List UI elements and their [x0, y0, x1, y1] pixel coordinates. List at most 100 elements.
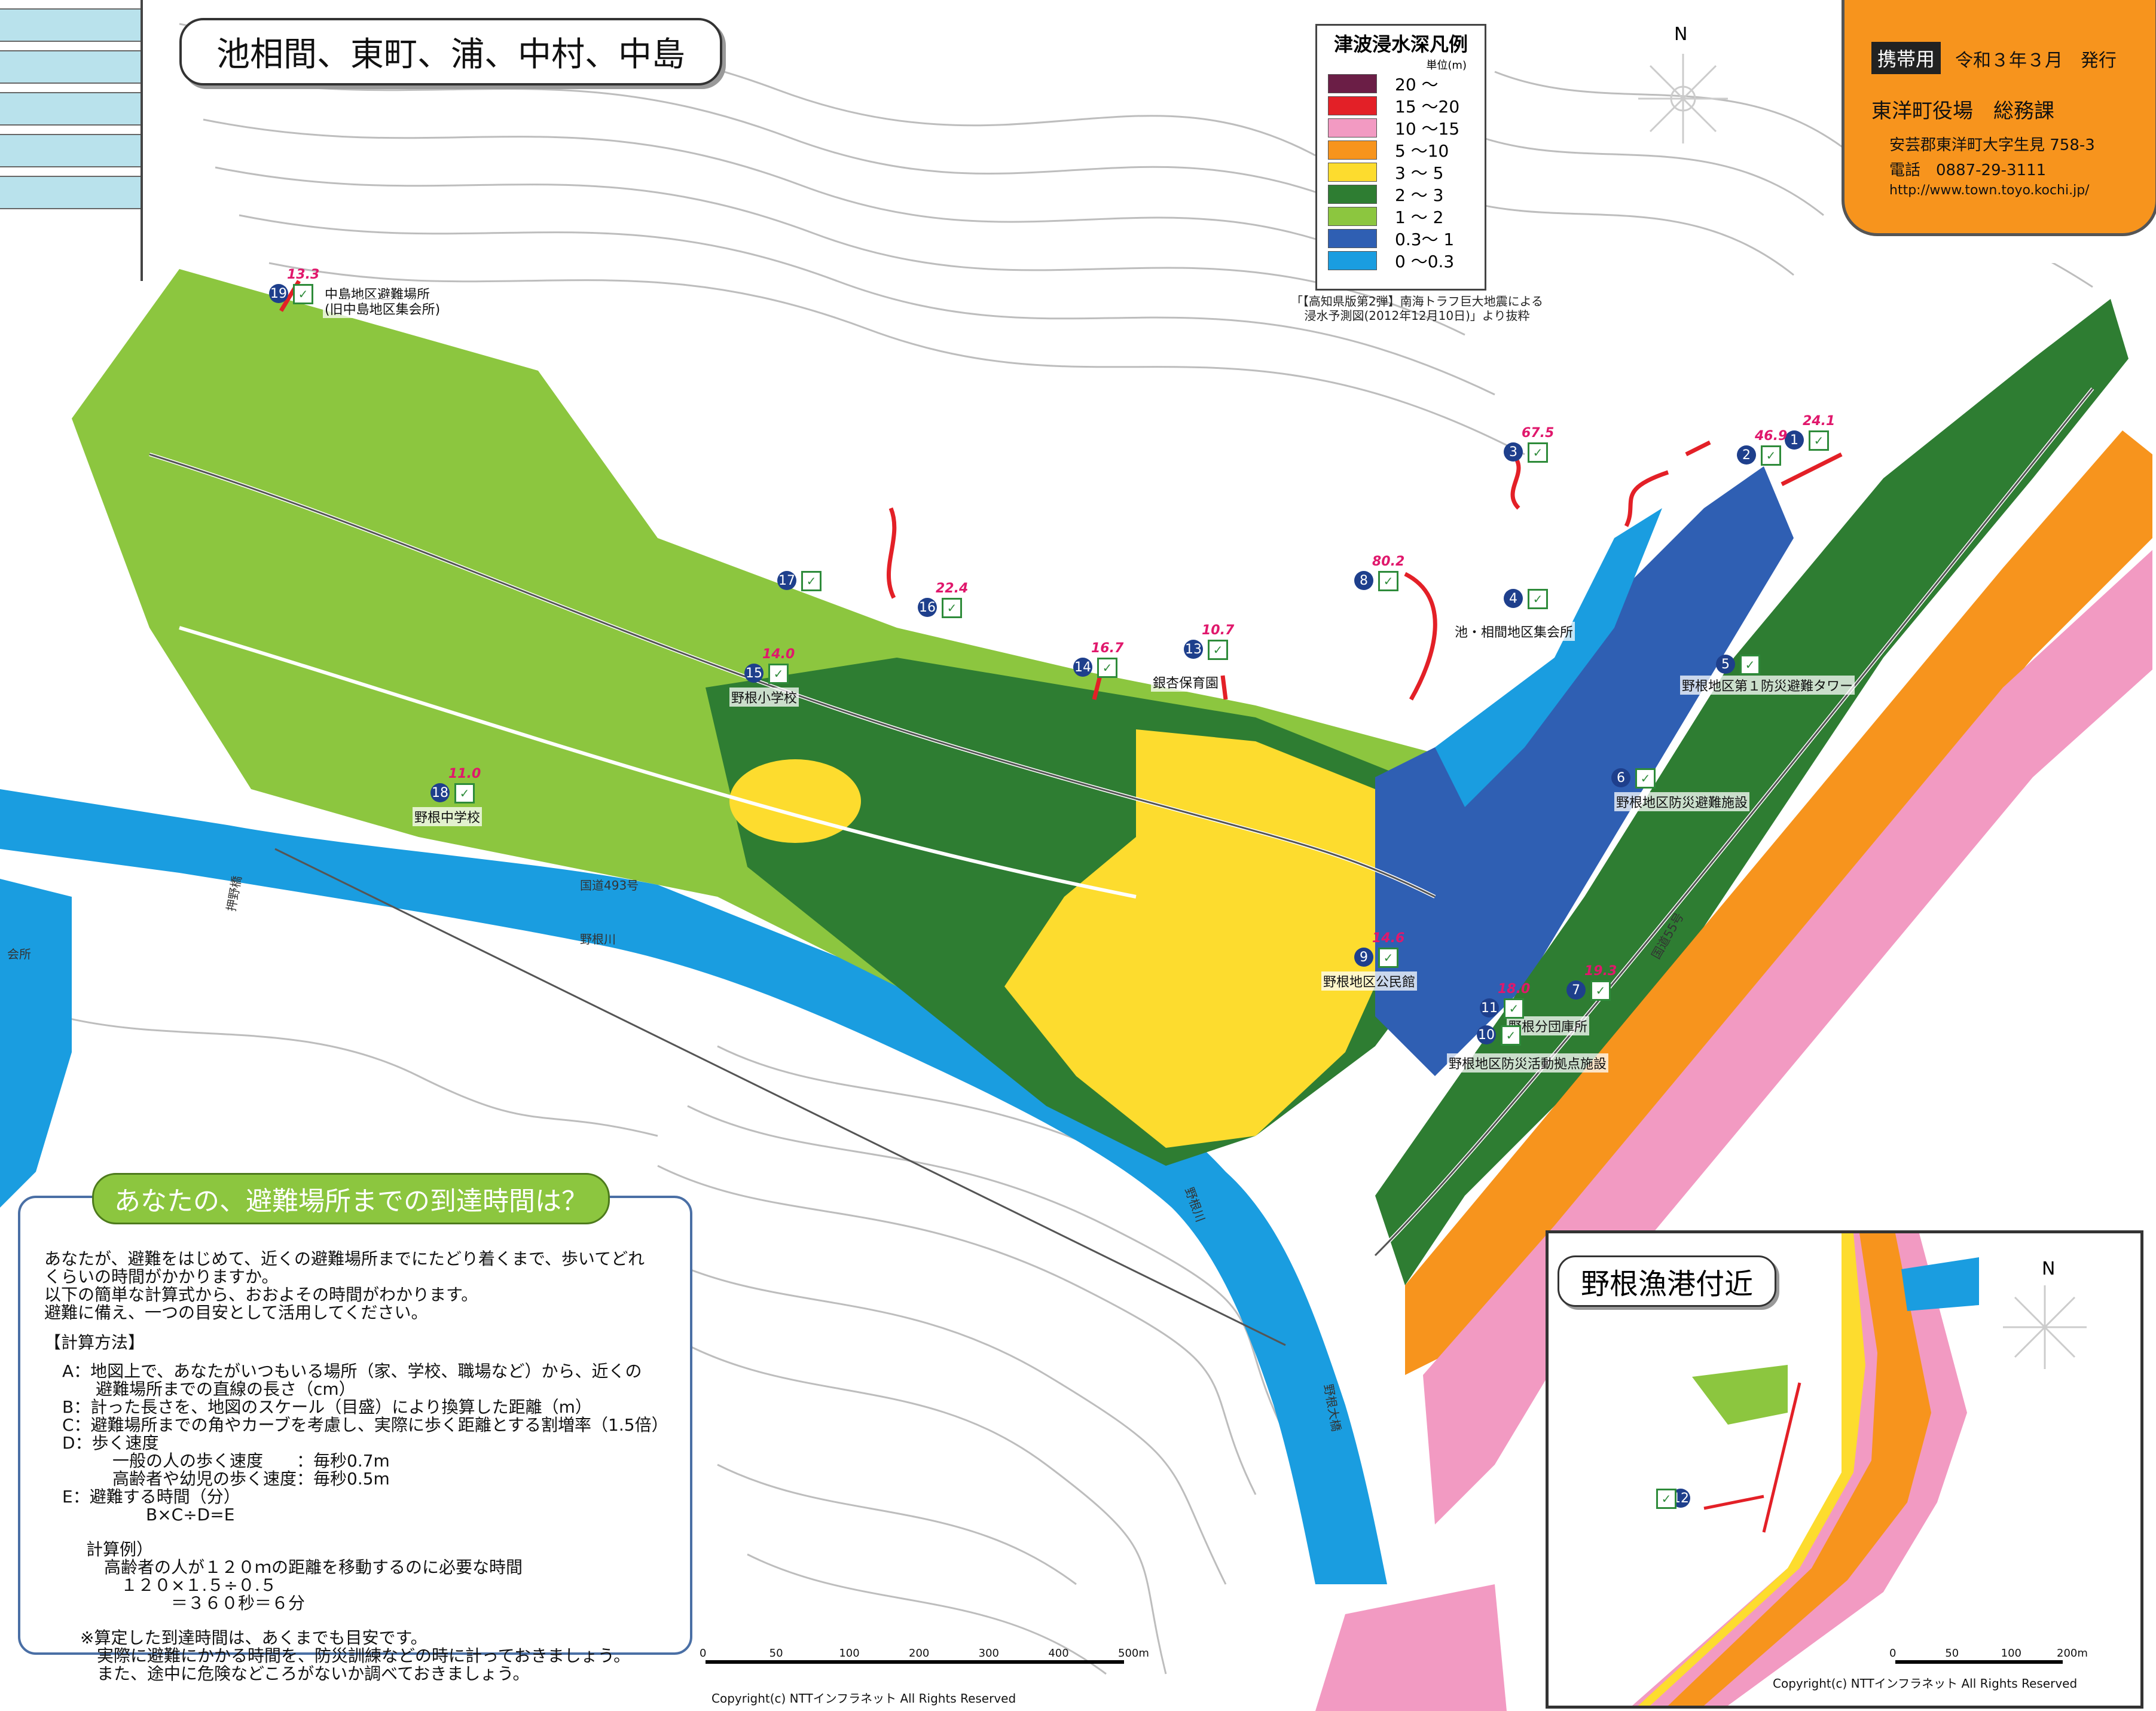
river — [0, 789, 1387, 1584]
shelter-icon: ✓ — [1378, 948, 1398, 968]
index-row — [0, 134, 141, 167]
shelter-elevation: 10.7 — [1202, 623, 1235, 638]
shelter-number-badge[interactable]: 19 — [269, 284, 288, 303]
legend-label: 5 ～10 — [1395, 140, 1449, 161]
inset-copyright: Copyright(c) NTTインフラネット All Rights Reser… — [1773, 1676, 2078, 1691]
scale-label: 400 — [1048, 1647, 1069, 1660]
label-junior-high: 野根中学校 — [413, 807, 482, 826]
legend-label: 20 ～ — [1395, 74, 1439, 94]
label-elementary: 野根小学校 — [729, 688, 799, 707]
shelter-number-badge[interactable]: 16 — [918, 598, 937, 617]
calc-text-line: 実際に避難にかかる時間を、防災訓練などの時に計っておきましょう。 — [80, 1646, 631, 1666]
legend-swatch — [1328, 184, 1377, 204]
calc-text-line: あなたが、避難をはじめて、近くの避難場所までにたどり着くまで、歩いてどれ — [44, 1249, 645, 1269]
shelter-number-badge[interactable]: 3 — [1504, 442, 1523, 462]
arrival-time-box: あなたの、避難場所までの到達時間は？ あなたが、避難をはじめて、近くの避難場所ま… — [18, 1173, 692, 1683]
shelter-icon: ✓ — [454, 783, 475, 803]
calc-text-line: B×C÷D=E — [62, 1505, 235, 1524]
inset-drawing — [1549, 1233, 2140, 1706]
legend-label: 1 ～ 2 — [1395, 207, 1444, 227]
index-row — [0, 8, 141, 42]
road-outlines — [149, 388, 2094, 1346]
legend-item: 1 ～ 2 — [1317, 205, 1485, 227]
legend-swatch — [1328, 96, 1377, 115]
shelter-number-badge[interactable]: 7 — [1566, 980, 1586, 1000]
shelter-elevation: 80.2 — [1372, 554, 1405, 569]
shelter-icon: ✓ — [801, 571, 822, 591]
shelter-number-badge[interactable]: 9 — [1354, 948, 1373, 967]
phone: 電話 0887-29-3111 — [1889, 161, 2047, 179]
scale-label: 100 — [2001, 1647, 2022, 1660]
legend-item: 15 ～20 — [1317, 94, 1485, 117]
label-nursery: 銀杏保育園 — [1151, 673, 1221, 692]
shelter-number-badge[interactable]: 6 — [1611, 768, 1630, 787]
legend-item: 10 ～15 — [1317, 117, 1485, 139]
shelter-number-badge[interactable]: 13 — [1184, 640, 1203, 659]
shelter-icon: ✓ — [1528, 589, 1548, 609]
river-left — [0, 879, 72, 1208]
shelter-number-badge[interactable]: 1 — [1785, 430, 1804, 450]
calc-text-line: 高齢者や幼児の歩く速度：毎秒0.5m — [62, 1469, 390, 1489]
organization: 東洋町役場 総務課 — [1871, 99, 2054, 123]
index-row — [0, 176, 141, 209]
calc-text-line: 高齢者の人が１２０ｍの距離を移動するのに必要な時間 — [104, 1557, 523, 1577]
shelter-number-badge[interactable]: 4 — [1504, 589, 1523, 608]
legend-label: 15 ～20 — [1395, 96, 1460, 117]
legend-item: 0.3～ 1 — [1317, 227, 1485, 249]
shelter-number-badge[interactable]: 10 — [1477, 1025, 1496, 1044]
shelter-elevation: 14.0 — [762, 647, 795, 662]
shelter-number-badge[interactable]: 17 — [777, 571, 796, 590]
shelter-icon: ✓ — [1740, 655, 1760, 675]
shelter-number-badge[interactable]: 5 — [1716, 655, 1735, 674]
shelter-icon: ✓ — [1528, 442, 1548, 463]
shelter-number-badge[interactable]: 18 — [430, 783, 450, 802]
legend-swatch — [1328, 228, 1377, 248]
calc-text-line: 一般の人の歩く速度 ：毎秒0.7m — [62, 1451, 390, 1471]
shelter-icon: ✓ — [1504, 998, 1524, 1019]
scale-label: 50 — [1945, 1647, 1959, 1660]
legend-item: 5 ～10 — [1317, 139, 1485, 161]
shelter-elevation: 22.4 — [936, 581, 969, 596]
label-ike-aima: 池・相間地区集会所 — [1453, 622, 1575, 641]
source-line: 「【高知県版第2弾】南海トラフ巨大地震による — [1290, 294, 1544, 308]
calc-text-line: A：地図上で、あなたがいつもいる場所（家、学校、職場など）から、近くの — [62, 1361, 642, 1381]
legend-label: 2 ～ 3 — [1395, 185, 1444, 205]
calc-text-line: １２０×１.５÷０.５ — [104, 1575, 277, 1595]
legend-unit: 単位(m) — [1426, 59, 1467, 72]
calc-text-line: ＝３６０秒＝６分 — [104, 1593, 306, 1613]
scale-label: 100 — [839, 1647, 860, 1660]
scale-label: 0 — [1889, 1647, 1897, 1660]
legend-item: 2 ～ 3 — [1317, 183, 1485, 205]
info-orange — [1842, 0, 2156, 236]
inset-north-label: N — [2042, 1258, 2056, 1279]
shelter-number-badge[interactable]: 14 — [1073, 658, 1092, 677]
shelter-icon: ✓ — [1097, 658, 1117, 678]
shelter-number-badge[interactable]: 8 — [1354, 571, 1373, 590]
index-row — [0, 50, 141, 84]
calc-text-line: 【計算方法】 — [44, 1333, 145, 1352]
inset-title: 野根漁港付近 — [1558, 1255, 1776, 1307]
scale-label: 50 — [769, 1647, 783, 1660]
legend-swatch — [1328, 74, 1377, 93]
scale-line — [706, 1660, 1124, 1664]
index-row — [0, 92, 141, 126]
inset-compass-icon — [2003, 1285, 2087, 1369]
shelter-elevation: 18.0 — [1498, 982, 1531, 997]
website-link[interactable]: http://www.town.toyo.kochi.jp/ — [1889, 183, 2090, 198]
label-bousai: 野根地区防災避難施設 — [1614, 792, 1750, 811]
calc-text-line: 以下の簡単な計算式から、おおよその時間がわかります。 — [44, 1285, 478, 1304]
info-panel: 携帯用 令和３年３月 発行 東洋町役場 総務課 安芸郡東洋町大字生見 758-3… — [1842, 0, 2156, 263]
mobile-tag: 携帯用 — [1871, 42, 1941, 74]
calc-text-line: 避難場所までの直線の長さ（cm） — [62, 1379, 356, 1399]
shelter-number-badge[interactable]: 15 — [744, 664, 764, 683]
shelter-number-badge[interactable]: 11 — [1480, 998, 1499, 1018]
scale-line — [1895, 1660, 2063, 1664]
source-note: 「【高知県版第2弾】南海トラフ巨大地震による 浸水予測図(2012年12月10日… — [1262, 294, 1572, 323]
calc-text-line: D：歩く速度 — [62, 1433, 159, 1453]
shelter-icon: ✓ — [1761, 445, 1781, 466]
shelter-number-badge[interactable]: 2 — [1737, 445, 1756, 465]
